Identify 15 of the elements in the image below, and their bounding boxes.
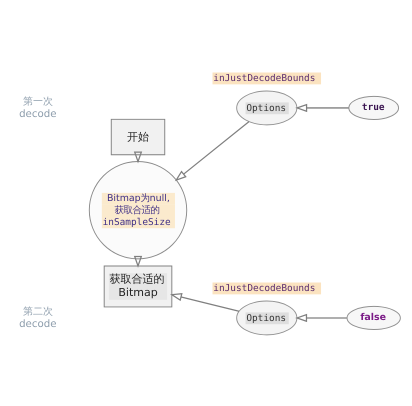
node-label: inJustDecodeBounds — [213, 72, 316, 84]
node-ellipse: Options — [236, 300, 298, 335]
arrow — [134, 255, 142, 268]
node-label: inJustDecodeBounds — [213, 282, 316, 294]
arrow — [134, 151, 142, 164]
node-ellipse: false — [346, 305, 401, 330]
arrow — [295, 103, 348, 112]
arrow — [174, 120, 250, 181]
arrow — [170, 292, 240, 312]
label: 第二次 decode — [19, 306, 56, 330]
node-ellipse: Options — [236, 90, 298, 125]
node-box: 获取合适的 Bitmap — [104, 265, 172, 307]
arrow — [295, 313, 347, 322]
node-ellipse: true — [348, 95, 400, 120]
label: 第一次 decode — [19, 96, 56, 120]
